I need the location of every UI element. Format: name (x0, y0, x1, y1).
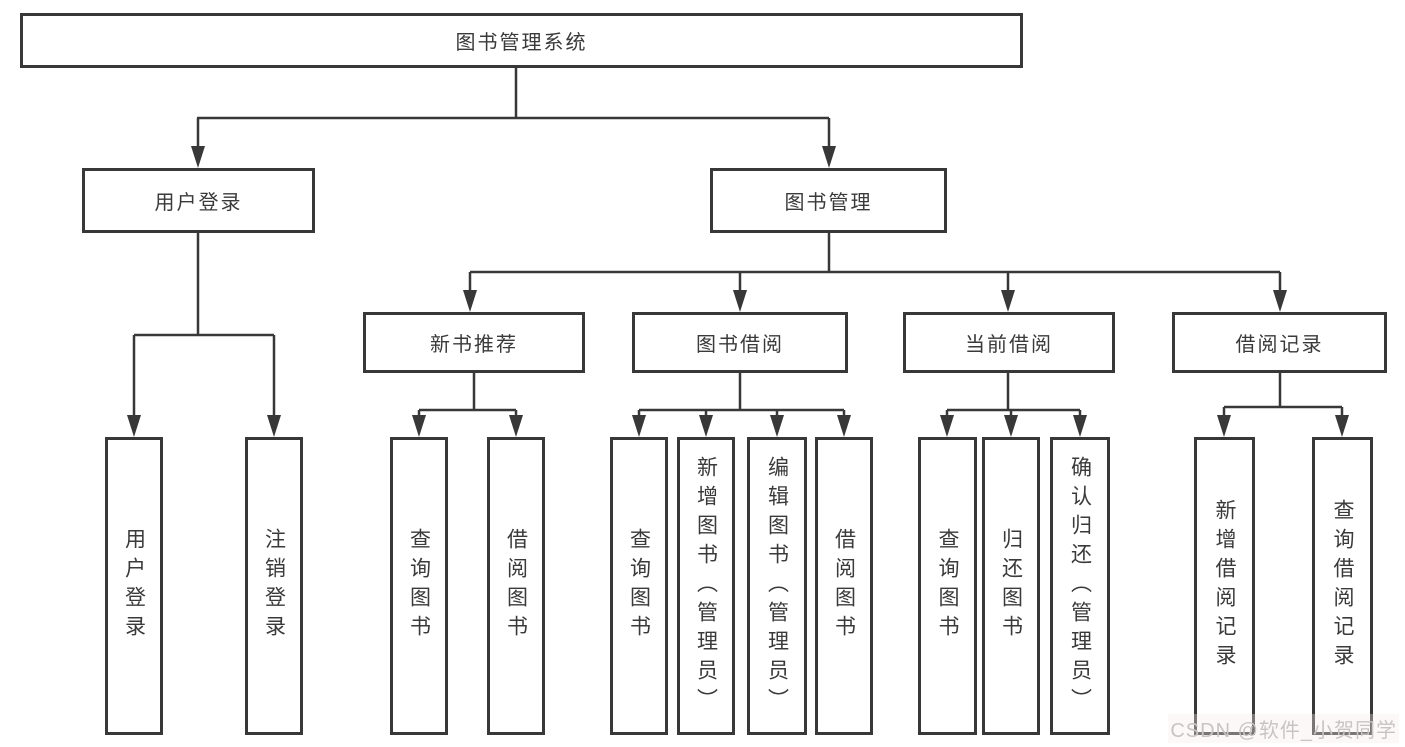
node-system-root: 图书管理系统 (20, 13, 1023, 68)
leaf-add-book-admin: 新增图书（管理员） (677, 437, 735, 735)
leaf-edit-book-admin: 编辑图书（管理员） (747, 437, 807, 735)
leaf-query-borrow-record: 查询借阅记录 (1312, 437, 1373, 735)
leaf-logout: 注销登录 (245, 437, 303, 735)
csdn-watermark: CSDN @软件_小贺同学 (1168, 714, 1399, 743)
leaf-confirm-return-admin: 确认归还（管理员） (1050, 437, 1110, 735)
leaf-borrow-books-borrowing: 借阅图书 (815, 437, 873, 735)
arrowheads (127, 146, 1349, 437)
node-new-book-recommend: 新书推荐 (363, 312, 585, 373)
node-book-management-module: 图书管理 (710, 168, 947, 233)
leaf-borrow-books-recommend: 借阅图书 (487, 437, 545, 735)
leaf-add-borrow-record: 新增借阅记录 (1194, 437, 1255, 735)
leaf-user-login: 用户登录 (105, 437, 163, 735)
leaf-query-books-borrowing: 查询图书 (610, 437, 668, 735)
leaf-query-books-current: 查询图书 (918, 437, 977, 735)
leaf-return-book: 归还图书 (982, 437, 1040, 735)
node-user-login-module: 用户登录 (82, 168, 315, 233)
node-current-borrowing: 当前借阅 (903, 312, 1115, 373)
node-borrowing-records: 借阅记录 (1172, 312, 1387, 373)
leaf-query-books-recommend: 查询图书 (390, 437, 448, 735)
node-book-borrowing: 图书借阅 (632, 312, 848, 373)
